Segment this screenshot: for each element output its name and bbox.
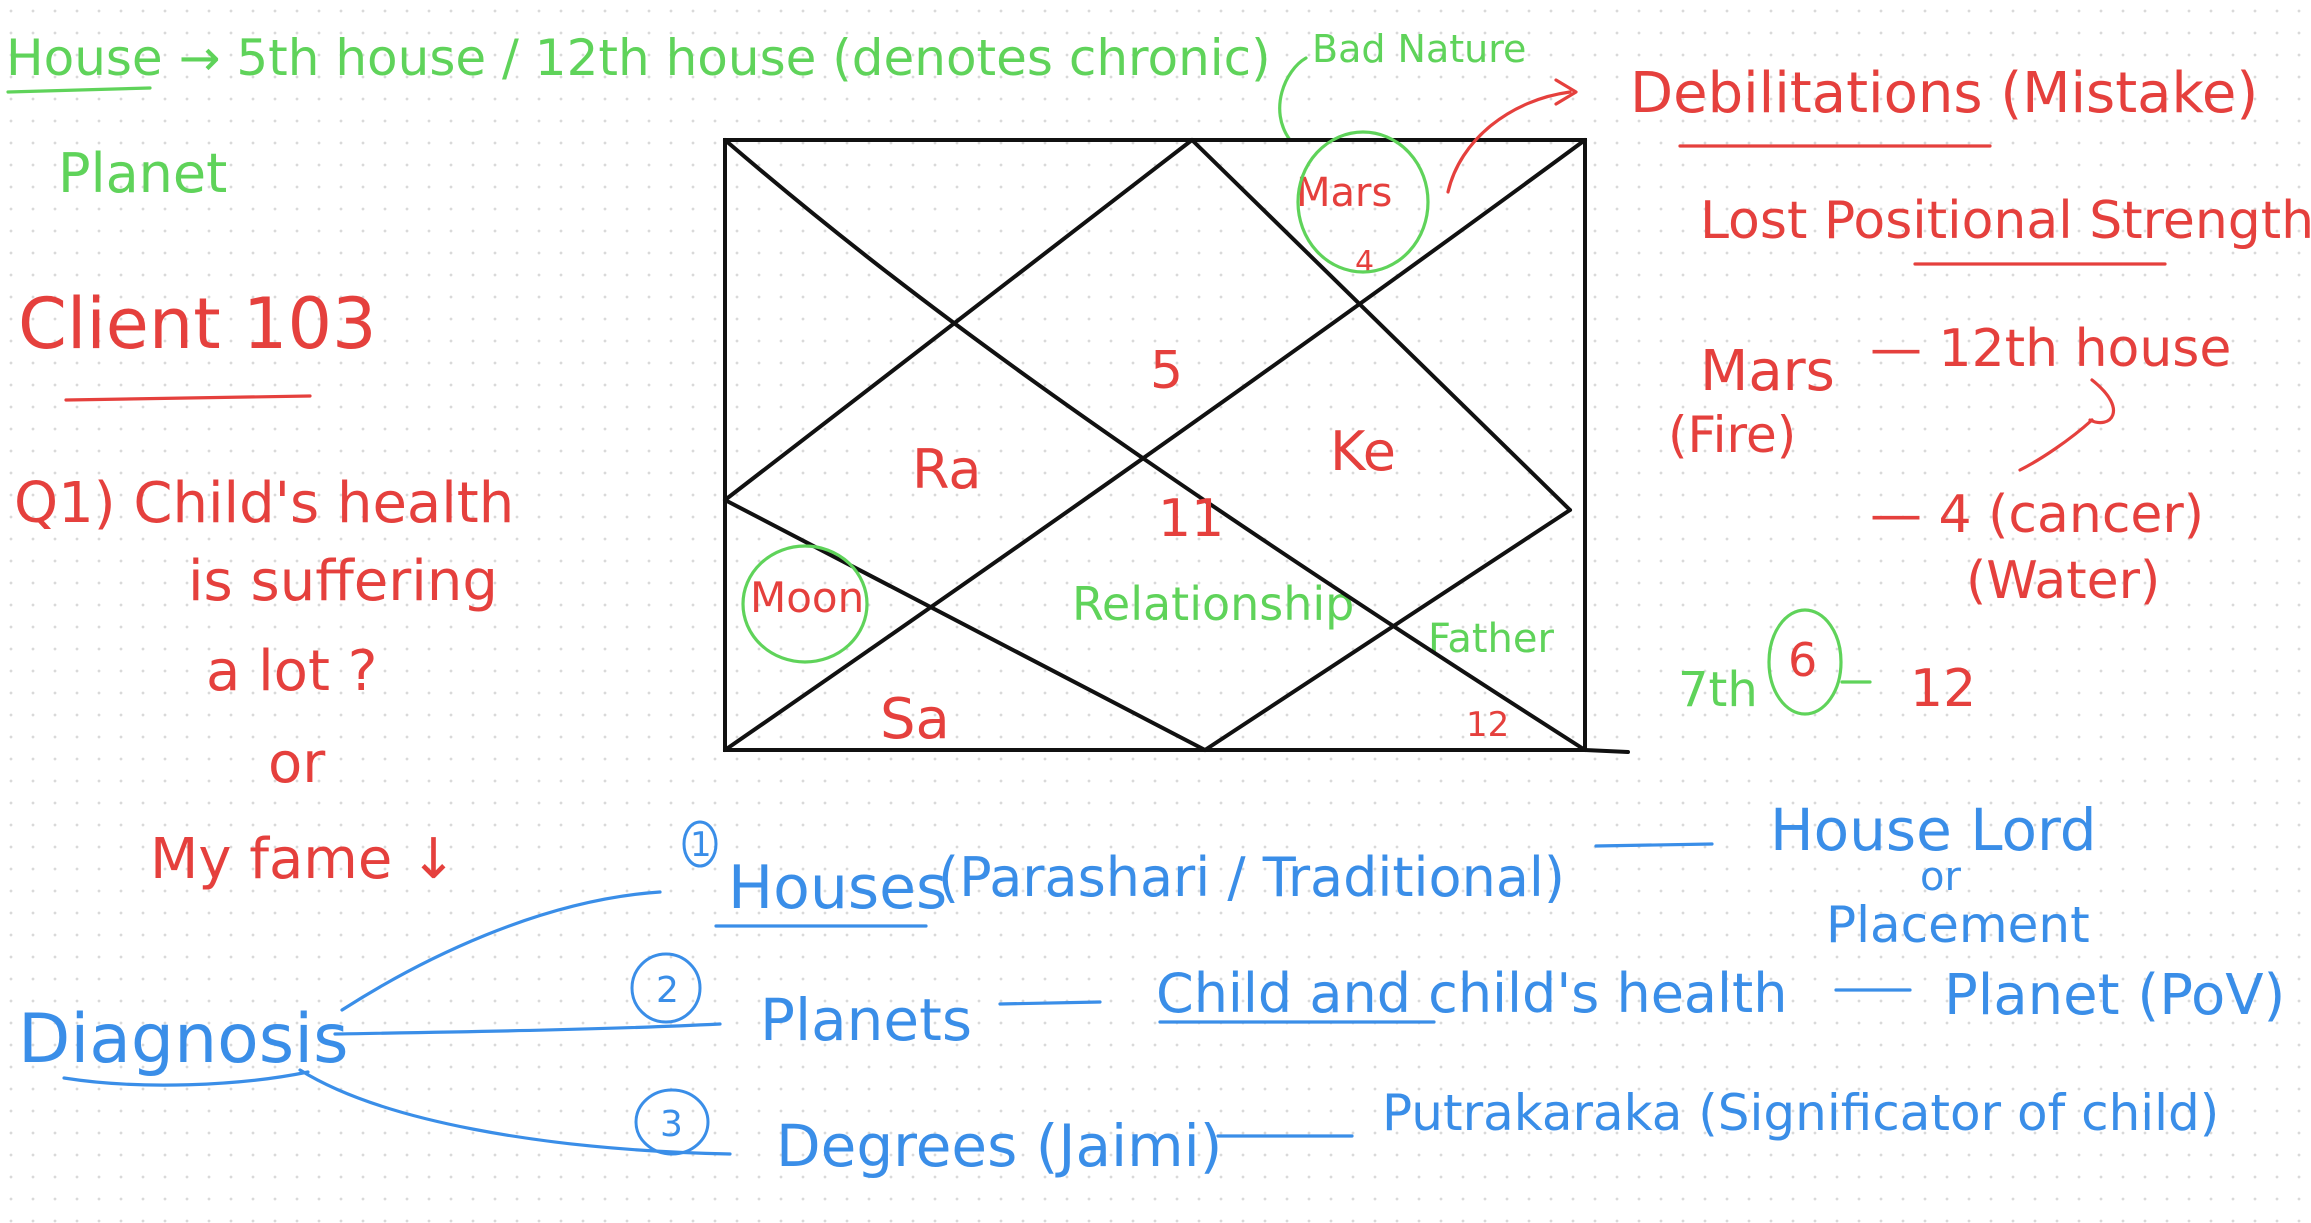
- diagnosis-heading: Diagnosis: [18, 1000, 349, 1079]
- diagnosis-section: Diagnosis 1 Houses (Parashari / Traditio…: [18, 796, 2285, 1180]
- chart-diamond-bottom-right: [1203, 508, 1572, 752]
- chart-mars: Mars: [1296, 170, 1392, 216]
- client-question: Client 103 Q1) Child's health is sufferi…: [14, 283, 514, 892]
- house-definition-line: House → 5th house / 12th house (denotes …: [6, 29, 1271, 87]
- chart-moon: Moon: [750, 573, 864, 622]
- birth-chart: Mars 4 5 Ra Ke 11 Moon Sa 12: [723, 130, 1630, 754]
- lost-strength-label: Lost Positional Strength: [1700, 191, 2311, 251]
- question-line-1: Q1) Child's health: [14, 471, 514, 536]
- chart-frame: [723, 138, 1587, 752]
- mars-fire-1: Mars: [1700, 339, 1835, 404]
- step-1-number: 1: [690, 825, 712, 865]
- cancer-link: — 4 (cancer): [1870, 485, 2204, 545]
- mars-to-debilitation-arrow: [1446, 90, 1572, 194]
- seventh-label: 7th: [1678, 662, 1758, 718]
- diagnosis-underline: [62, 1070, 310, 1087]
- house-underline: [6, 86, 152, 94]
- mars-fire-2: (Fire): [1668, 406, 1796, 464]
- question-line-3: a lot ?: [206, 639, 377, 704]
- step-3-circle: [634, 1088, 710, 1156]
- parashari-label: (Parashari / Traditional): [938, 846, 1565, 909]
- planets-to-child-arrow: [998, 1000, 1102, 1006]
- branch-2: [333, 1022, 722, 1036]
- water-label: (Water): [1966, 551, 2160, 611]
- moon-circle: [741, 544, 869, 664]
- question-or: or: [268, 731, 326, 796]
- chart-diagonal-down: [723, 138, 1587, 752]
- arrow-head: [1554, 78, 1578, 106]
- six-label: 6: [1788, 633, 1817, 687]
- question-line-2: is suffering: [188, 549, 498, 614]
- child-health-label: Child and child's health: [1156, 962, 1787, 1025]
- twelve-target: 12: [1910, 659, 1976, 719]
- six-circle: [1767, 608, 1843, 716]
- planet-pov-label: Planet (PoV): [1944, 963, 2285, 1028]
- houses-to-lord-arrow: [1594, 842, 1714, 848]
- house-lord-label: House Lord: [1770, 796, 2097, 864]
- question-fame: My fame ↓: [150, 827, 457, 892]
- client-id: Client 103: [18, 283, 377, 365]
- chart-base-extension: [1583, 748, 1630, 754]
- green-annotations: House → 5th house / 12th house (denotes …: [6, 27, 1554, 662]
- step-2-number: 2: [656, 970, 679, 1011]
- chart-saturn: Sa: [880, 687, 950, 752]
- step-2-circle: [630, 952, 702, 1024]
- putrakaraka-label: Putrakaraka (Significator of child): [1382, 1084, 2219, 1142]
- step-3-number: 3: [660, 1104, 683, 1145]
- debilitation-label: Debilitations (Mistake): [1630, 61, 2258, 126]
- chart-grid: [723, 138, 1630, 754]
- planets-label: Planets: [760, 986, 972, 1054]
- branch-1: [340, 890, 662, 1012]
- debilitation-notes: Debilitations (Mistake) Lost Positional …: [1446, 61, 2311, 719]
- chart-house-11: 11: [1158, 489, 1224, 549]
- cross-link: [2018, 378, 2116, 472]
- chart-diamond-bottom-left: [723, 498, 1207, 752]
- chart-house-12: 12: [1466, 705, 1509, 745]
- degrees-label: Degrees (Jaimi): [776, 1112, 1222, 1180]
- chart-diamond-top-right: [1190, 138, 1572, 512]
- mars-circle: [1296, 130, 1430, 274]
- bad-nature-label: Bad Nature: [1312, 27, 1526, 71]
- relationship-label: Relationship: [1072, 577, 1354, 631]
- or-label: or: [1920, 854, 1961, 900]
- twelfth-house-link: — 12th house: [1870, 319, 2231, 379]
- placement-label: Placement: [1826, 896, 2090, 954]
- chart-ketu: Ke: [1330, 420, 1396, 483]
- chart-house-5: 5: [1150, 341, 1183, 401]
- chart-diagonal-up: [723, 138, 1587, 752]
- chart-mars-sign: 4: [1355, 245, 1374, 280]
- houses-label: Houses: [728, 853, 947, 923]
- client-underline: [64, 394, 312, 402]
- father-label: Father: [1428, 616, 1554, 662]
- planet-heading: Planet: [58, 142, 227, 205]
- chart-diamond-top-left: [723, 138, 1194, 502]
- step-1-circle: [682, 820, 718, 868]
- bad-nature-connector: [1278, 56, 1308, 142]
- chart-rahu: Ra: [912, 438, 981, 501]
